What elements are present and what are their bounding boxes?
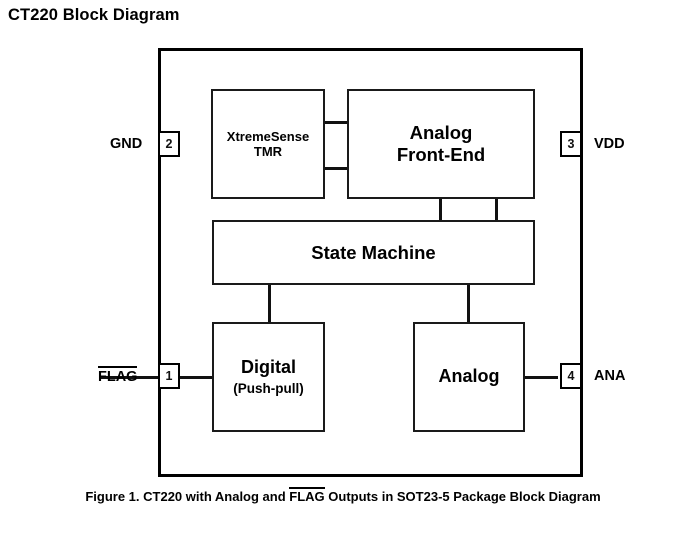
block-analog-output-label: Analog (438, 366, 500, 387)
block-xtremesense-tmr-line1: XtremeSense (226, 128, 310, 144)
figure-caption-before: Figure 1. CT220 with Analog and (85, 489, 290, 504)
block-digital-output: Digital (Push-pull) (212, 322, 325, 432)
wire-state-machine-to-digital (268, 283, 271, 324)
block-xtremesense-tmr: XtremeSense TMR (211, 89, 325, 199)
wire-tmr-to-afe-bottom (324, 167, 348, 170)
block-analog-front-end: Analog Front-End (347, 89, 535, 199)
block-analog-output: Analog (413, 322, 525, 432)
pin-label-gnd: GND (110, 136, 143, 152)
block-analog-front-end-line1: Analog (409, 122, 473, 144)
pin-label-vdd: VDD (594, 136, 625, 152)
block-xtremesense-tmr-line2: TMR (253, 144, 283, 159)
block-digital-line2: (Push-pull) (233, 380, 304, 396)
pin-number-3: 3 (560, 131, 582, 157)
pin-number-2: 2 (158, 131, 180, 157)
figure-caption: Figure 1. CT220 with Analog and FLAG Out… (0, 487, 686, 504)
pin-label-flag: FLAG (98, 366, 138, 385)
wire-pin1-to-digital (180, 376, 214, 379)
block-state-machine: State Machine (212, 220, 535, 285)
block-state-machine-label: State Machine (311, 241, 436, 263)
wire-tmr-to-afe-top (324, 121, 348, 124)
pin-number-4: 4 (560, 363, 582, 389)
page-title: CT220 Block Diagram (8, 6, 180, 24)
figure-caption-after: Outputs in SOT23-5 Package Block Diagram (324, 489, 601, 504)
block-digital-line1: Digital (240, 357, 296, 378)
wire-state-machine-to-analog (467, 283, 470, 324)
wire-analog-to-pin4 (524, 376, 558, 379)
pin-number-1: 1 (158, 363, 180, 389)
pin-label-ana: ANA (594, 368, 626, 384)
figure-caption-flag: FLAG (289, 487, 326, 504)
wire-afe-to-state-machine-right (495, 197, 498, 222)
wire-flag-lead (100, 376, 162, 379)
block-analog-front-end-line2: Front-End (396, 144, 486, 165)
pin-label-flag-text: FLAG (98, 366, 138, 385)
wire-afe-to-state-machine-left (439, 197, 442, 222)
